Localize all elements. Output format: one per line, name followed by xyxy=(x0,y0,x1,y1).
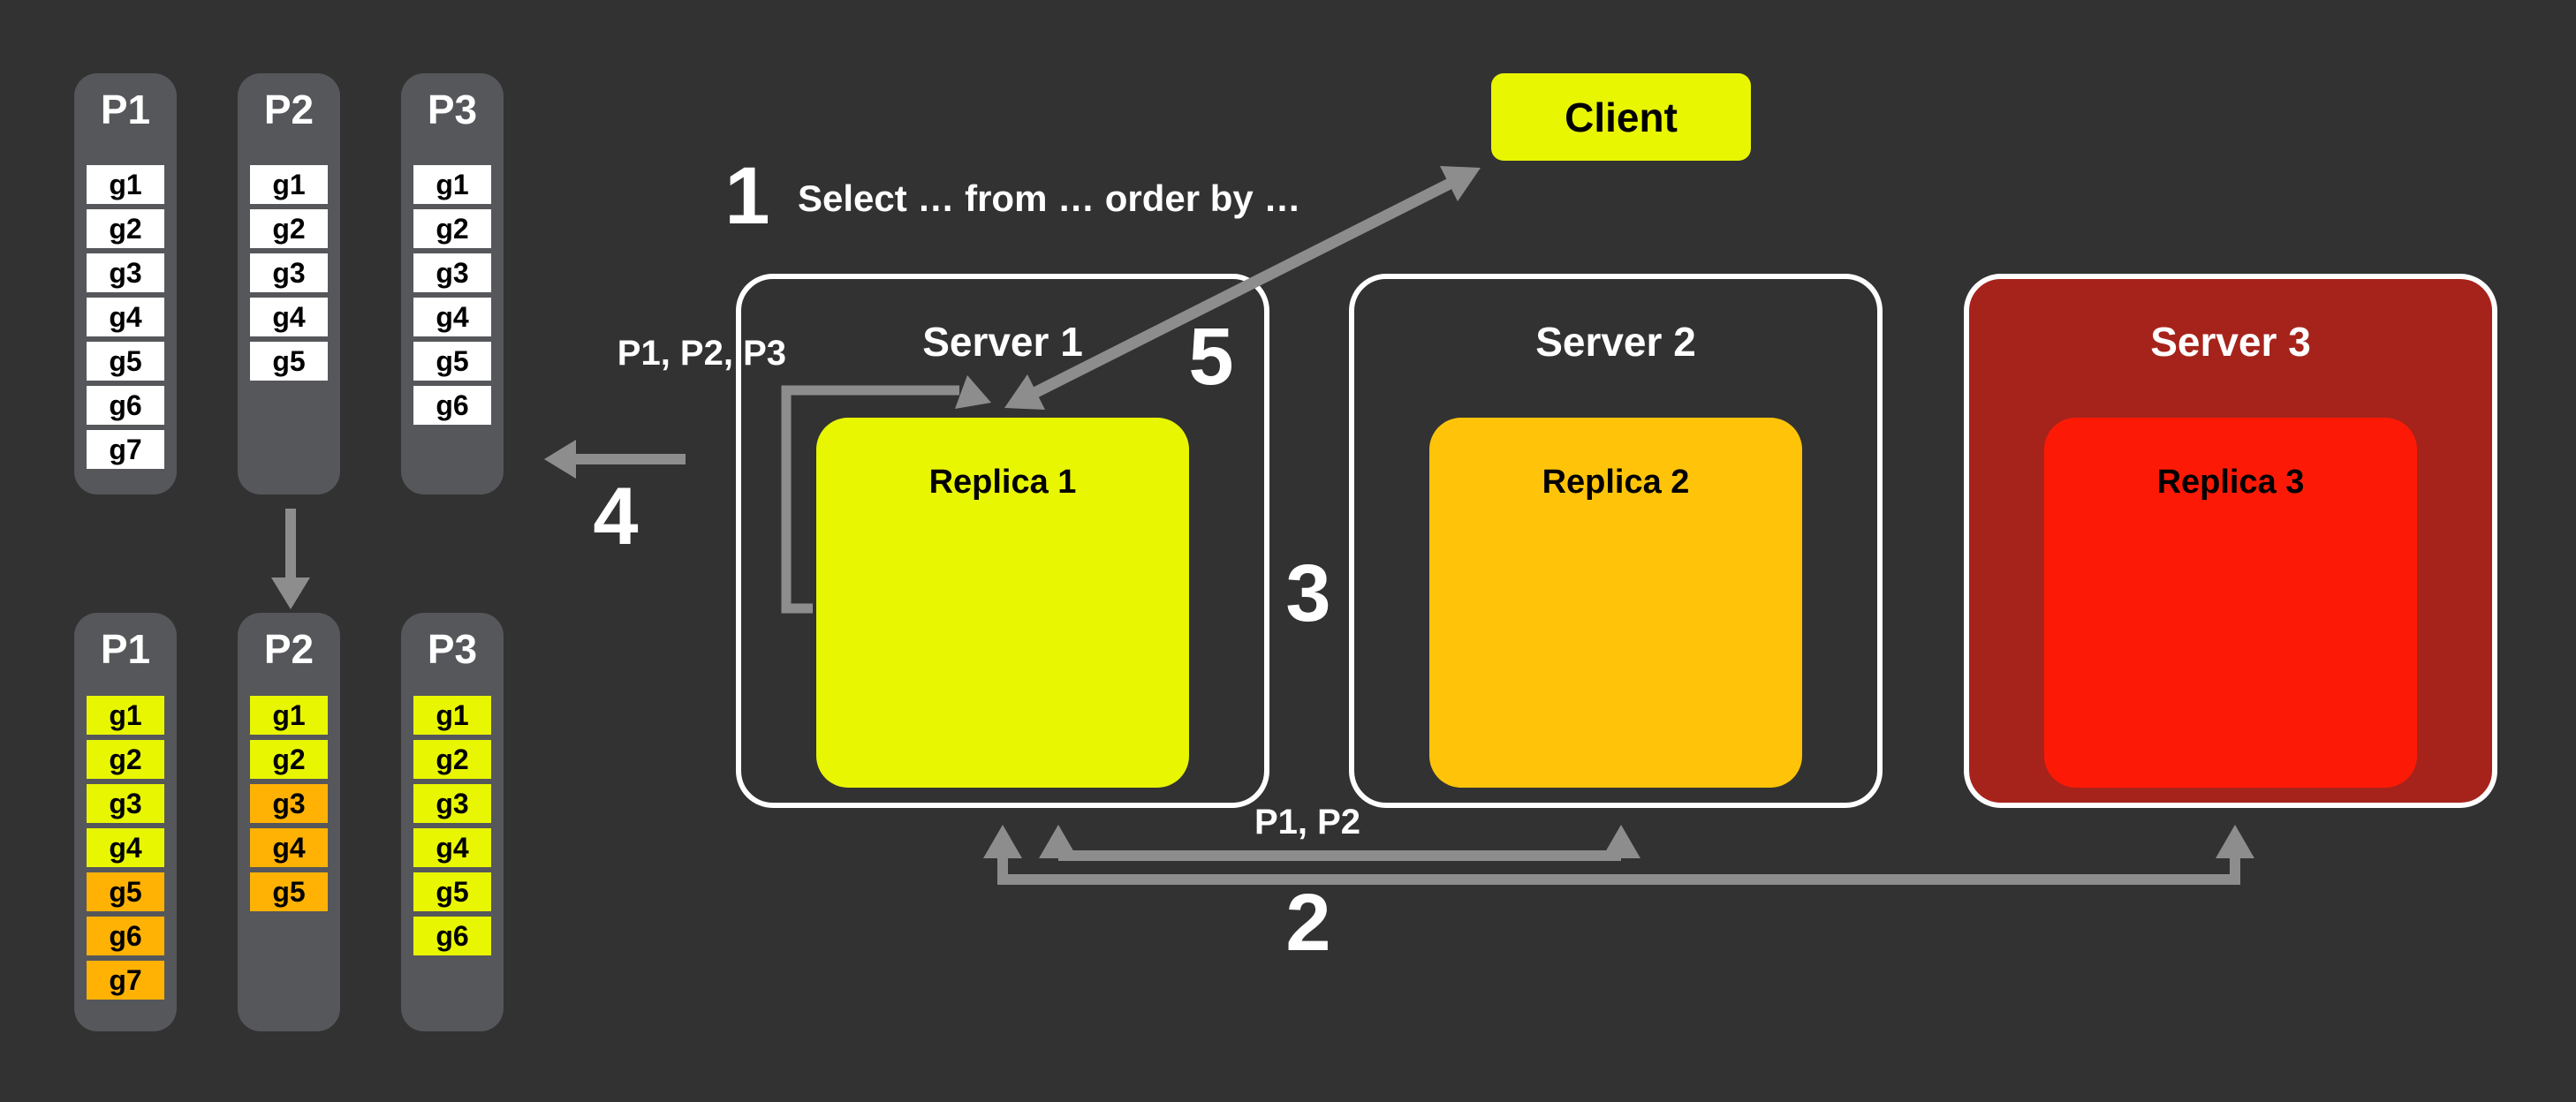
partition-title: P3 xyxy=(427,626,478,672)
step-4-number: 4 xyxy=(593,472,639,562)
partition-cell: g3 xyxy=(413,784,491,823)
partition-title: P1 xyxy=(100,626,151,672)
replica-3-box: Replica 3 xyxy=(2044,418,2417,788)
partition-cell: g3 xyxy=(250,784,328,823)
partition-cell: g4 xyxy=(250,828,328,867)
partition-cell: g5 xyxy=(413,872,491,911)
partition-cell: g6 xyxy=(87,386,164,425)
partition-cell: g2 xyxy=(413,740,491,779)
partition-cell: g3 xyxy=(250,253,328,292)
step-3-number: 3 xyxy=(1285,548,1331,638)
replica-2-box: Replica 2 xyxy=(1429,418,1802,788)
partition-cell: g6 xyxy=(87,917,164,955)
gather-partitions-label: P1, P2 xyxy=(1254,803,1361,842)
partition-title: P3 xyxy=(427,87,478,132)
partition-column-p2: P2 g1 g2 g3 g4 g5 xyxy=(238,73,340,494)
partition-title: P2 xyxy=(263,626,314,672)
replica-3-label: Replica 3 xyxy=(2156,464,2305,501)
partition-cell: g4 xyxy=(413,298,491,336)
partition-cell: g6 xyxy=(413,917,491,955)
partition-cells: g1 g2 g3 g4 g5 xyxy=(238,165,340,381)
partition-cells: g1 g2 g3 g4 g5 g6 g7 xyxy=(74,696,177,1000)
partition-cell: g7 xyxy=(87,430,164,469)
server-3-box: Server 3 Replica 3 xyxy=(1964,274,2497,808)
client-server1-arrow xyxy=(1004,166,1481,410)
step-1-number: 1 xyxy=(724,151,770,241)
partition-cell: g1 xyxy=(413,696,491,735)
partition-cell: g4 xyxy=(413,828,491,867)
partition-column-p1: P1 g1 g2 g3 g4 g5 g6 g7 xyxy=(74,613,177,1031)
partition-cell: g1 xyxy=(87,165,164,204)
partition-cell: g5 xyxy=(250,342,328,381)
step-5-number: 5 xyxy=(1188,312,1234,402)
partition-cell: g5 xyxy=(413,342,491,381)
partition-cells: g1 g2 g3 g4 g5 g6 xyxy=(401,165,504,425)
query-text: Select … from … order by … xyxy=(798,177,1301,219)
partition-column-p3: P3 g1 g2 g3 g4 g5 g6 xyxy=(401,613,504,1031)
partition-column-p3: P3 g1 g2 g3 g4 g5 g6 xyxy=(401,73,504,494)
partition-cell: g2 xyxy=(413,209,491,248)
partition-title: P2 xyxy=(263,87,314,132)
partition-cells: g1 g2 g3 g4 g5 g6 xyxy=(401,696,504,955)
server-2-title: Server 2 xyxy=(1535,319,1696,365)
partition-column-p1: P1 g1 g2 g3 g4 g5 g6 g7 xyxy=(74,73,177,494)
partition-cell: g2 xyxy=(250,209,328,248)
partition-cell: g5 xyxy=(250,872,328,911)
partition-cells: g1 g2 g3 g4 g5 xyxy=(238,696,340,911)
server-2-box: Server 2 Replica 2 xyxy=(1349,274,1883,808)
server-1-box: Server 1 Replica 1 xyxy=(736,274,1269,808)
partition-cell: g4 xyxy=(250,298,328,336)
partition-cell: g3 xyxy=(413,253,491,292)
partition-group-sorted: P1 g1 g2 g3 g4 g5 g6 g7 P2 g1 g2 g3 g4 g5 P3 g1 g2 g3 g4 g5… xyxy=(74,613,504,1031)
partition-cell: g1 xyxy=(87,696,164,735)
server-3-title: Server 3 xyxy=(2150,319,2311,365)
client-label: Client xyxy=(1565,94,1678,140)
step-2-number: 2 xyxy=(1285,878,1331,968)
step4-left-arrow xyxy=(544,440,686,479)
partition-cell: g4 xyxy=(87,298,164,336)
partition-cell: g2 xyxy=(250,740,328,779)
server-1-title: Server 1 xyxy=(922,319,1083,365)
partition-title: P1 xyxy=(100,87,151,132)
partition-cell: g1 xyxy=(250,696,328,735)
partition-cell: g4 xyxy=(87,828,164,867)
client-box: Client xyxy=(1491,73,1751,161)
partition-group-unsorted: P1 g1 g2 g3 g4 g5 g6 g7 P2 g1 g2 g3 g4 g5 P3 g1 g2 g3 g4 g5… xyxy=(74,73,504,494)
partition-column-p2: P2 g1 g2 g3 g4 g5 xyxy=(238,613,340,1031)
partition-cell: g3 xyxy=(87,784,164,823)
partition-cell: g6 xyxy=(413,386,491,425)
partition-cell: g5 xyxy=(87,872,164,911)
partition-cell: g7 xyxy=(87,961,164,1000)
server1-server2-connector xyxy=(1039,825,1640,861)
partition-cell: g1 xyxy=(413,165,491,204)
partition-cells: g1 g2 g3 g4 g5 g6 g7 xyxy=(74,165,177,469)
replica-1-label: Replica 1 xyxy=(928,464,1077,501)
server1-server3-connector xyxy=(983,825,2254,885)
partition-cell: g3 xyxy=(87,253,164,292)
replica-1-box: Replica 1 xyxy=(816,418,1189,788)
partition-cell: g5 xyxy=(87,342,164,381)
replica1-loop-arrow xyxy=(781,375,991,614)
partition-cell: g1 xyxy=(250,165,328,204)
partition-cell: g2 xyxy=(87,740,164,779)
partition-cell: g2 xyxy=(87,209,164,248)
scatter-partitions-label: P1, P2, P3 xyxy=(617,334,786,373)
sort-down-arrow xyxy=(271,509,310,609)
replica-2-label: Replica 2 xyxy=(1542,464,1690,501)
